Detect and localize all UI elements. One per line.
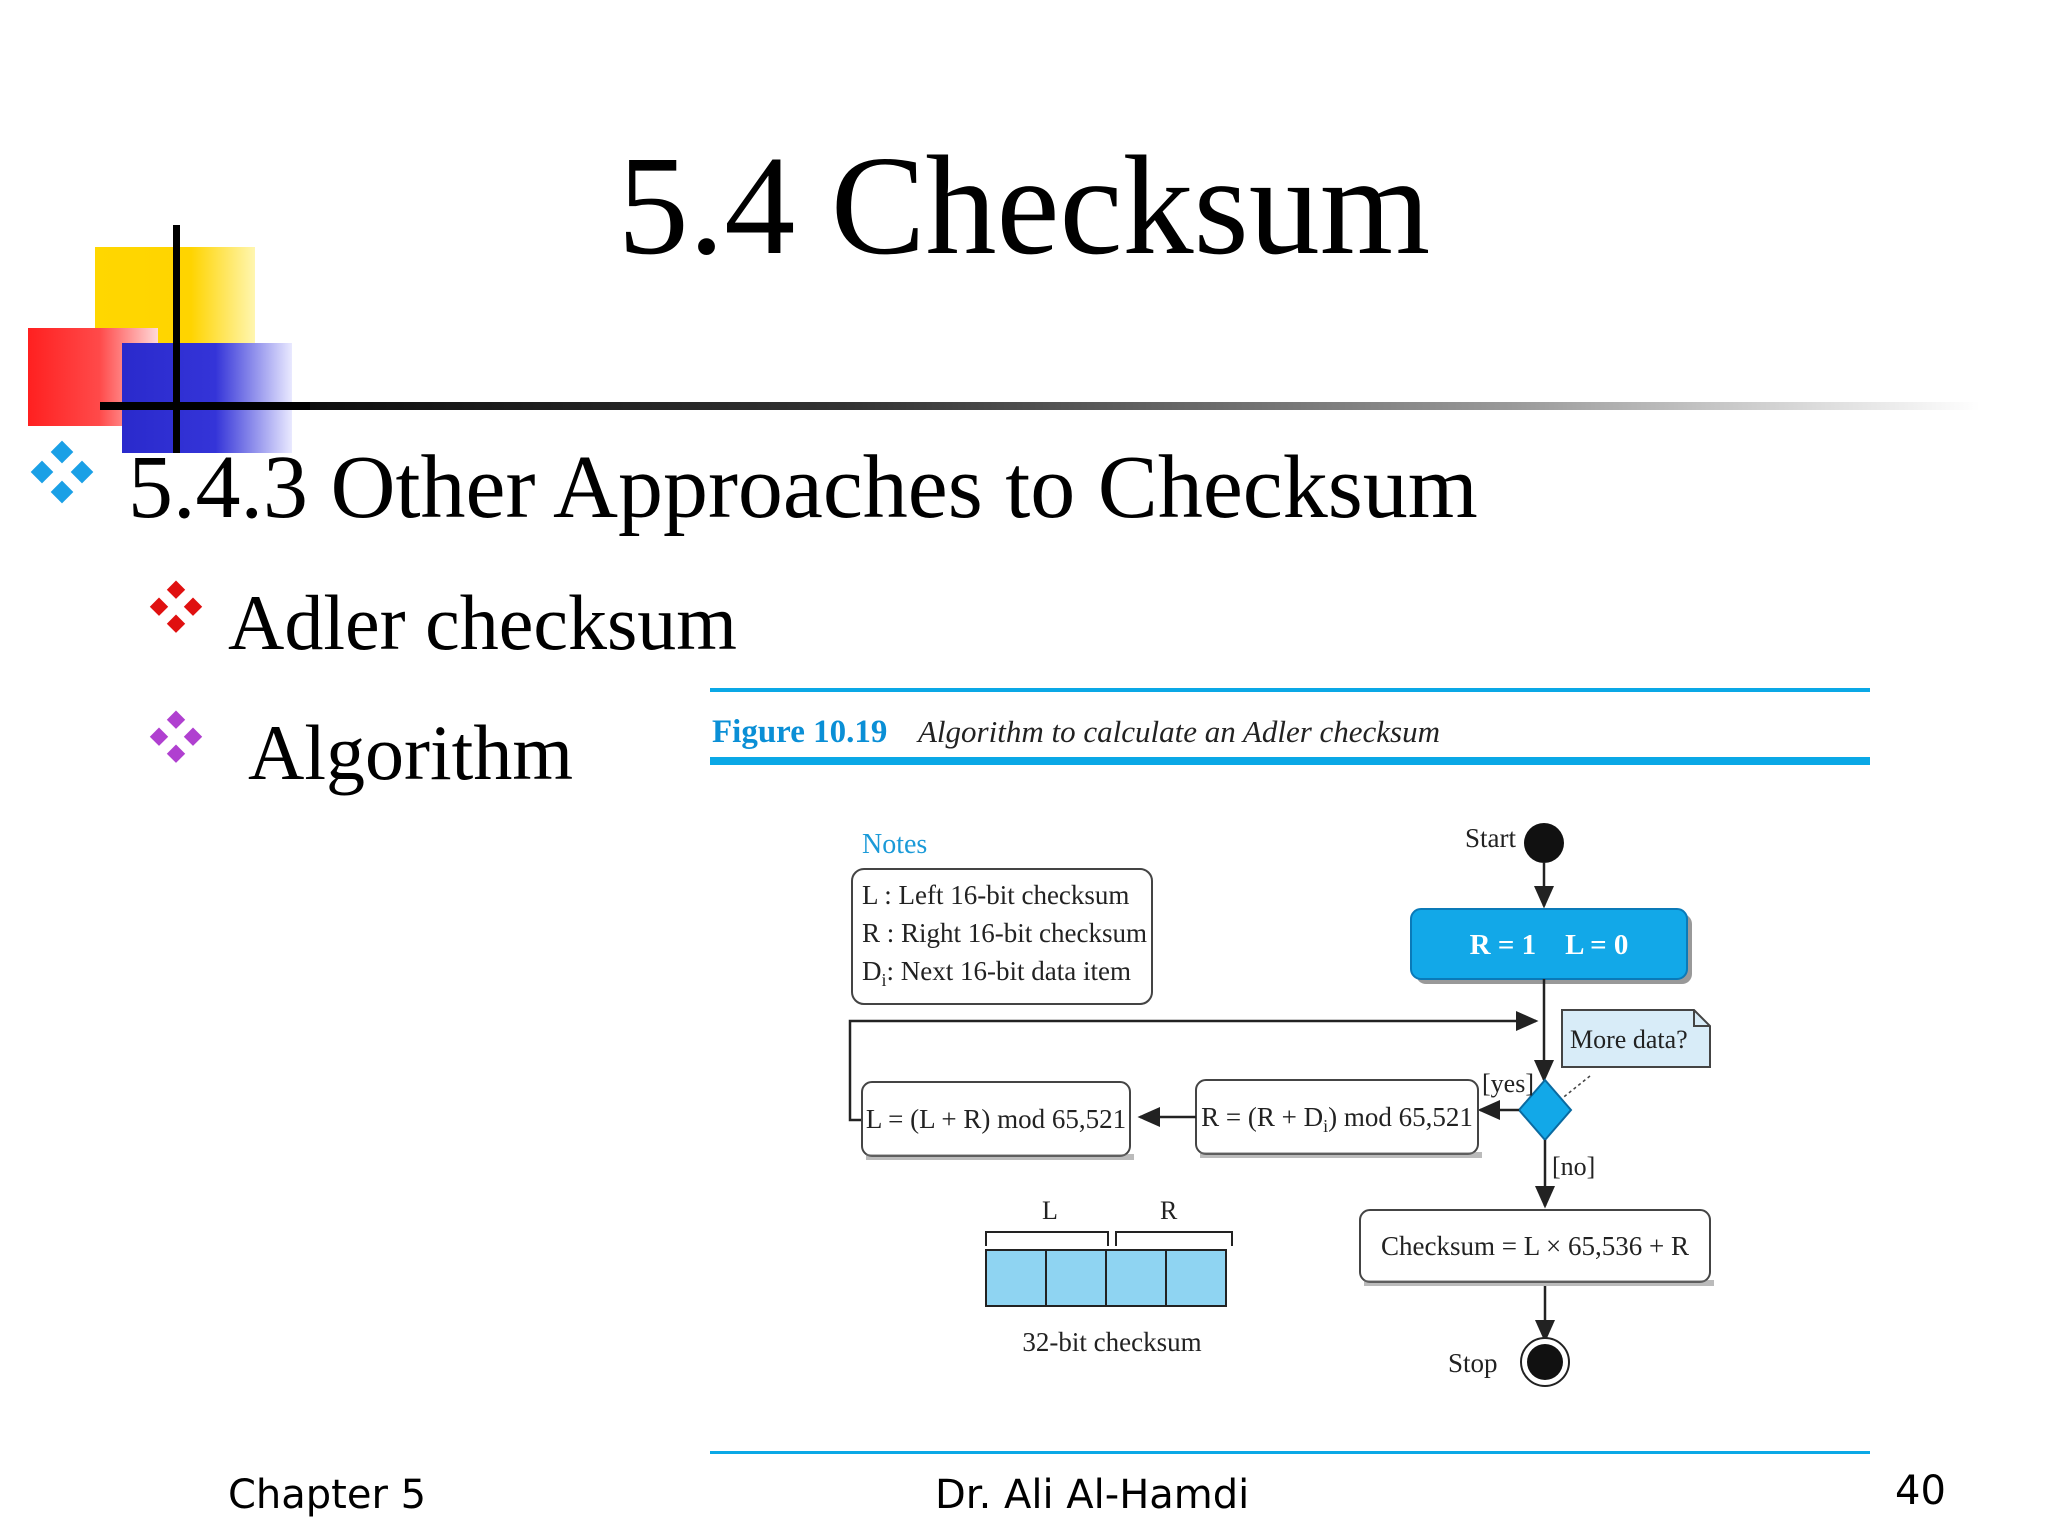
adler-checksum-figure: Figure 10.19 Algorithm to calculate an A…	[710, 688, 1870, 1454]
bullet-adler-checksum: Adler checksum	[228, 579, 737, 666]
checksum-result-label: Checksum = L × 65,536 + R	[1381, 1231, 1689, 1261]
decor-vertical-line	[173, 225, 180, 453]
figure-bottom-rule	[710, 1451, 1870, 1454]
yes-label: [yes]	[1482, 1069, 1534, 1098]
note-d: Di: Next 16-bit data item	[862, 956, 1131, 990]
title-rule	[100, 402, 1980, 410]
r-update-label: R = (R + Di) mod 65,521	[1201, 1102, 1473, 1136]
init-label: R = 1 L = 0	[1470, 929, 1629, 961]
page-number: 40	[1895, 1468, 1946, 1514]
checksum-bit-layout	[985, 1249, 1227, 1307]
footer-chapter: Chapter 5	[228, 1472, 427, 1518]
notes-title: Notes	[862, 829, 927, 860]
start-label: Start	[1465, 823, 1516, 853]
decor-blue-square	[122, 343, 292, 453]
figure-label: Figure 10.19	[712, 714, 887, 750]
stop-label: Stop	[1448, 1348, 1498, 1378]
subsection-heading: 5.4.3 Other Approaches to Checksum	[128, 438, 1478, 537]
notes-box	[851, 868, 1153, 1005]
bullet-algorithm: Algorithm	[248, 709, 573, 796]
diamond-bullet-icon	[149, 710, 203, 763]
diamond-bullet-icon	[149, 580, 203, 633]
no-label: [no]	[1552, 1152, 1595, 1181]
figure-caption: Algorithm to calculate an Adler checksum	[916, 714, 1440, 749]
note-r: R : Right 16-bit checksum	[862, 918, 1147, 948]
init-box	[1410, 908, 1688, 980]
layout-caption: 32-bit checksum	[1022, 1327, 1201, 1357]
figure-header-bar	[710, 757, 1870, 765]
slide-title: 5.4 Checksum	[617, 126, 1431, 284]
more-data-note	[1561, 1009, 1711, 1068]
decor-horizontal-line	[100, 402, 310, 410]
layout-l-label: L	[1042, 1196, 1058, 1225]
diamond-bullet-icon	[30, 440, 94, 504]
layout-r-label: R	[1160, 1196, 1178, 1225]
start-node	[1524, 823, 1564, 863]
figure-top-rule	[710, 688, 1870, 692]
note-l: L : Left 16-bit checksum	[862, 880, 1129, 910]
footer-author: Dr. Ali Al-Hamdi	[935, 1472, 1250, 1518]
more-data-label: More data?	[1570, 1025, 1688, 1054]
l-update-label: L = (L + R) mod 65,521	[866, 1104, 1126, 1134]
